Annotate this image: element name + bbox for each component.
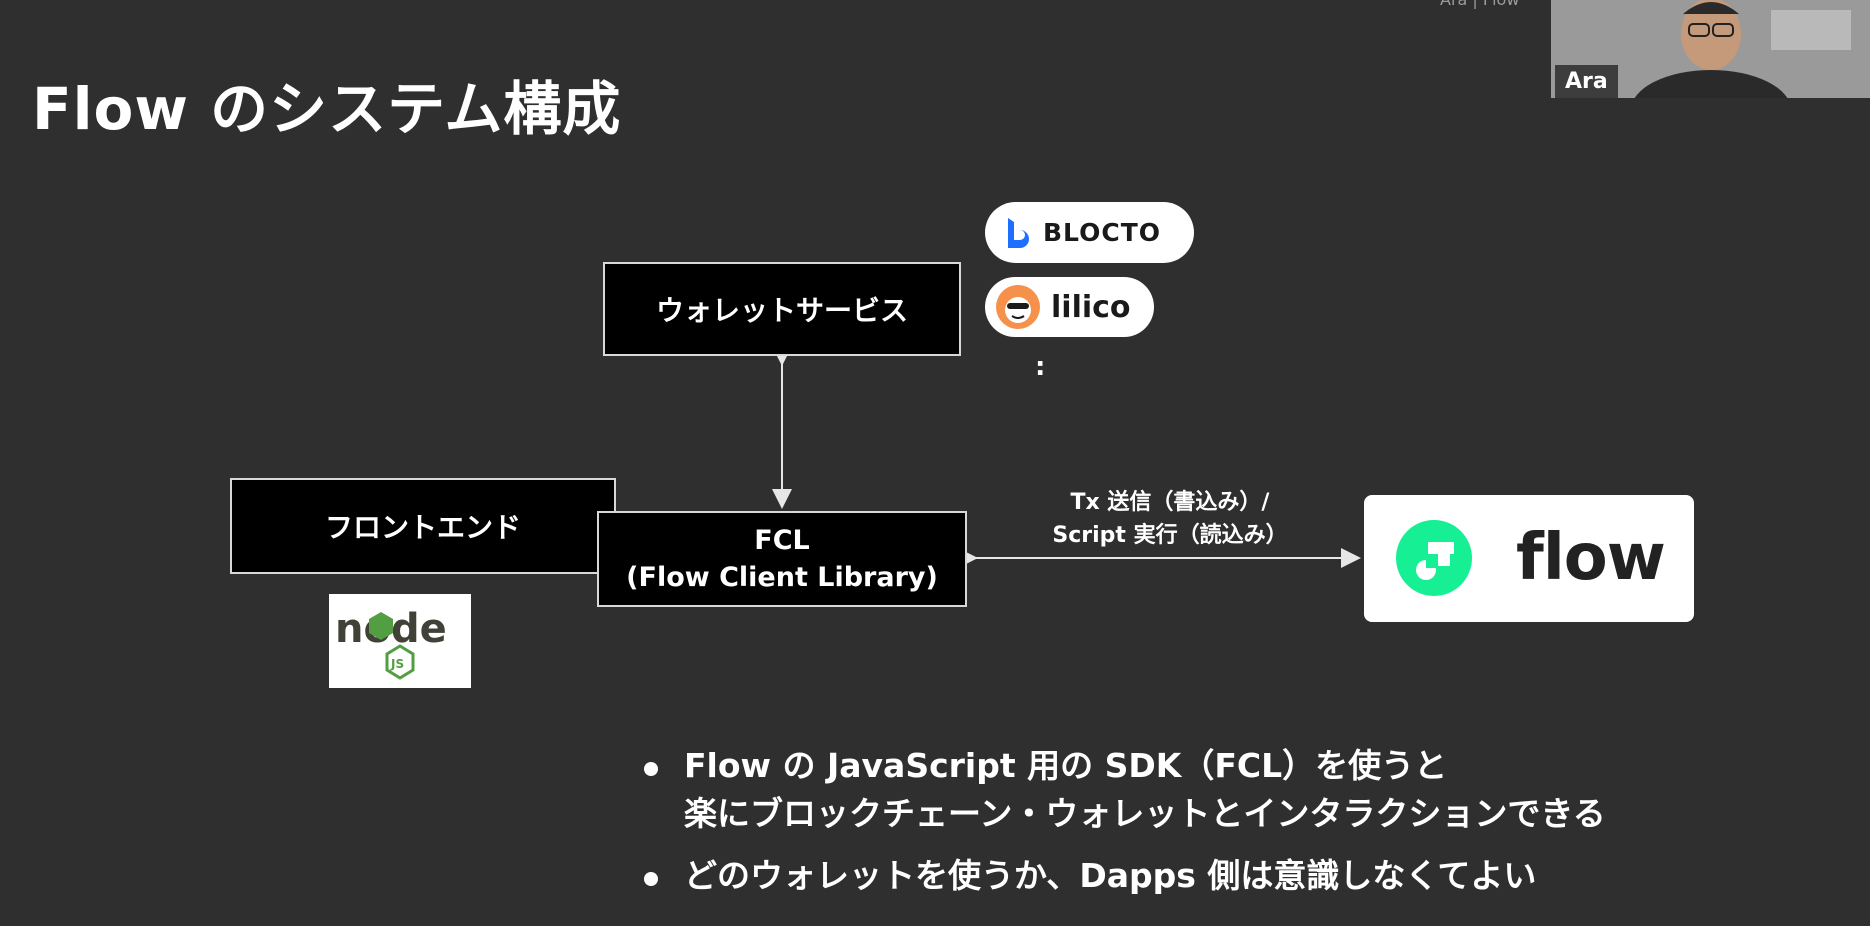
lilico-wallet-logo: lilico xyxy=(985,277,1154,337)
blocto-wallet-logo: BLOCTO xyxy=(985,202,1194,263)
participant-name-label: Ara xyxy=(1555,65,1618,98)
bullet-list: Flow の JavaScript 用の SDK（FCL）を使うと 楽にブロック… xyxy=(640,742,1606,900)
arrow-label-script: Script 実行（読込み） xyxy=(1052,523,1288,548)
flow-icon xyxy=(1396,520,1472,596)
blocto-icon xyxy=(1008,217,1029,248)
wallet-service-label: ウォレットサービス xyxy=(655,294,908,327)
overlay-caption: Ara | Flow xyxy=(1440,0,1519,9)
bullet-line: Flow の JavaScript 用の SDK（FCL）を使うと xyxy=(684,746,1448,785)
zoom-watermark: zoom xyxy=(1500,908,1678,926)
bullet-dot-icon xyxy=(644,872,658,886)
flow-logo-text: flow xyxy=(1516,521,1666,595)
bullet-line: 楽にブロックチェーン・ウォレットとインタラクションできる xyxy=(684,794,1606,833)
arrow-label-tx: Tx 送信（書込み）/ xyxy=(1070,490,1270,515)
participant-video-tile[interactable]: Ara xyxy=(1551,0,1870,98)
fcl-subtitle: (Flow Client Library) xyxy=(626,562,938,593)
bullet-item-fcl: Flow の JavaScript 用の SDK（FCL）を使うと 楽にブロック… xyxy=(640,742,1606,838)
fcl-box: FCL (Flow Client Library) xyxy=(597,511,967,607)
bullet-dot-icon xyxy=(644,762,658,776)
lilico-icon xyxy=(996,285,1040,329)
svg-text:JS: JS xyxy=(390,657,404,671)
flow-logo-card: flow xyxy=(1364,495,1694,622)
slide-title: Flow のシステム構成 xyxy=(32,75,622,143)
wallet-service-box: ウォレットサービス xyxy=(603,262,961,356)
frontend-box: フロントエンド xyxy=(230,478,616,574)
bullet-item-wallet: どのウォレットを使うか、Dapps 側は意識しなくてよい xyxy=(640,852,1606,900)
more-wallets-ellipsis: : xyxy=(1035,352,1046,382)
frontend-label: フロントエンド xyxy=(324,511,521,544)
nodejs-logo: node JS xyxy=(329,594,471,688)
lilico-label: lilico xyxy=(1051,289,1131,325)
bullet-line: どのウォレットを使うか、Dapps 側は意識しなくてよい xyxy=(684,856,1537,895)
participant-video-frame xyxy=(1551,0,1870,98)
blocto-label: BLOCTO xyxy=(1043,218,1161,247)
nodejs-icon: node JS xyxy=(335,606,447,680)
fcl-title: FCL xyxy=(754,525,810,556)
